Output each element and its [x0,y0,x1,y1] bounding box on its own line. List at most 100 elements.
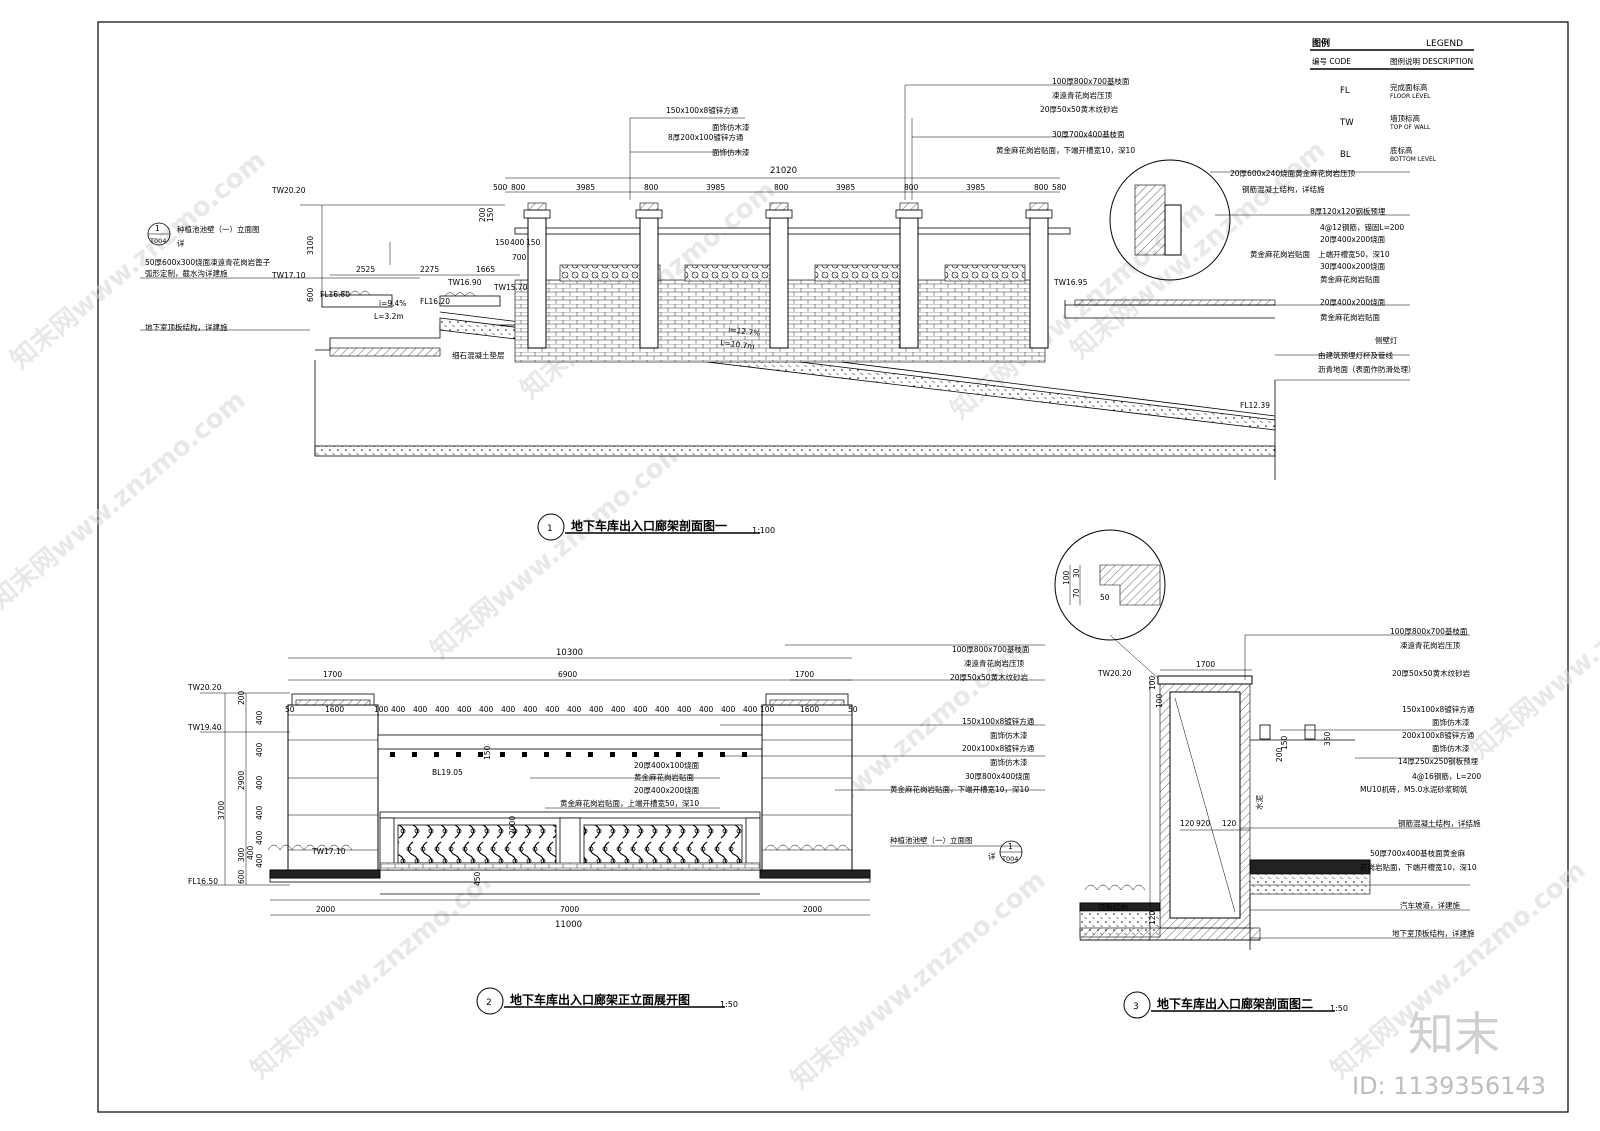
note: 凍遠青花岗岩压顶 [964,658,1024,668]
dimension: 3100 [306,236,315,255]
dimension: 350 [1323,731,1332,746]
dimension: 120 [1148,910,1157,925]
dimension: 100 [1155,693,1164,708]
dimension: 400 [589,705,604,714]
section-2-labels: 2 地下车库出入口廊架正立面展开图 1:50 10300 1700 6900 1… [187,644,1035,1009]
note: 100厚800x700基枝面 [1052,76,1130,86]
level-mark: TW16.90 [447,278,482,287]
dimension: 500 [493,183,508,192]
dimension: 400 [523,705,538,714]
section-1-labels: 1 地下车库出入口廊架剖面图一 1:100 150x100x8镀锌方通 面饰仿木… [145,76,1416,535]
note: 黄金麻花岗岩贴面，上端开槽宽50，深10 [560,798,699,808]
ref-prefix: 详 [988,851,996,861]
legend-title-cn: 图例 [1312,37,1330,49]
sheet-border [97,21,1569,1113]
note: 汽车坡道，详建施 [1400,900,1460,910]
ref-sheet: T004 [1001,855,1018,863]
level-mark: TW16.95 [1053,278,1088,287]
legend-title-en: LEGEND [1426,39,1463,49]
note: 黄金麻花岗岩贴面 [1320,312,1380,322]
note: 100厚800x700基枝面 [952,644,1030,654]
dimension: 700 [512,253,527,262]
level-mark: FL12.39 [1240,401,1270,410]
ref-sheet: T004 [149,237,166,245]
note: 侧壁灯 [1375,335,1398,345]
note: 20厚50x50黄木纹砂岩 [1392,668,1471,678]
dimension: 300 [237,847,246,862]
note: 200x100x8镀锌方通 [962,743,1035,753]
note: 钢筋混凝土结构，详结施 [1242,184,1325,194]
dimension: 3985 [706,183,725,192]
note: 地下室顶板结构，详建施 [1392,928,1475,938]
dimension: 1700 [1196,660,1215,669]
watermark-text: 知末网www.znzmo.com [425,435,691,665]
note: 黄金麻花岗岩贴面 [1250,249,1310,259]
dimension: 400 [391,705,406,714]
dimension: 2275 [420,265,439,274]
dimension: 2000 [803,905,822,914]
legend-desc: 完成面标高 [1390,82,1428,92]
note: MU10机砖，M5.0水泥砂浆砌筑 [1360,784,1468,794]
legend-code: TW [1339,118,1354,128]
dimension: 400 [479,705,494,714]
dimension: 1665 [476,265,495,274]
level-mark: TW20.20 [187,683,222,692]
note: 顶板结构 [1098,902,1128,912]
dimension: 100 [1062,570,1071,585]
dimension: 600 [237,869,246,884]
legend: 图例 LEGEND 编号 CODE 图例说明 DESCRIPTION FL 完成… [1310,37,1474,163]
dimension: 800 [1034,183,1049,192]
note: 14厚250x250钢板预埋 [1398,756,1479,766]
legend-code: FL [1340,86,1350,96]
note: 100厚800x700基枝面 [1390,626,1468,636]
note: 水泥 [1254,795,1264,810]
note: 黄金麻花岗岩贴面，下端开槽宽10，深10 [890,784,1029,794]
dimension: 30 [1072,568,1081,578]
legend-desc-en: FLOOR LEVEL [1390,93,1431,100]
level-mark: TW17.10 [271,271,306,280]
level-mark: TW17.10 [311,847,346,856]
note: 面饰仿木漆 [712,122,750,132]
note: 面饰仿木漆 [1432,743,1470,753]
dimension: 2900 [237,771,246,790]
note: 50厚700x400基枝面黄金麻 [1370,848,1466,858]
dimension: 3985 [836,183,855,192]
note: 上端开槽宽50，深10 [1318,249,1390,259]
legend-desc: 底标高 [1390,145,1413,155]
note: 30厚700x400基枝面 [1052,129,1125,139]
legend-desc-en: TOP OF WALL [1389,124,1431,131]
dimension: 10300 [556,648,583,658]
dimension: 200 [478,207,487,222]
legend-desc-en: BOTTOM LEVEL [1390,156,1437,163]
note: 地下室顶板结构，详建施 [145,322,228,332]
dimension: 400 [633,705,648,714]
note: 详 [177,238,185,248]
dimension: 120 [1222,819,1237,828]
dimension: 400 [677,705,692,714]
section-2-title: 地下车库出入口廊架正立面展开图 [510,992,690,1007]
level-mark: FL16.20 [420,297,450,306]
note: 200x100x8镀锌方通 [1402,730,1475,740]
section-3-number: 3 [1133,1002,1139,1012]
dimension: 400 [457,705,472,714]
dimension: 50 [285,705,295,714]
note: 30厚800x400烧面 [965,771,1031,781]
dimension: 6900 [558,670,577,679]
note: 150x100x8镀锌方通 [962,716,1035,726]
section-1-drawing [140,84,1410,541]
dimension: 400 [501,705,516,714]
level-mark: BL19.05 [432,768,463,777]
vertical-dimensions: 200 400 2900 400 400 400 400 400 3700 30… [217,690,517,886]
dimension: 400 [246,845,255,860]
section-3-labels: 3 地下车库出入口廊架剖面图二 1:50 100 30 70 50 1700 9… [1062,568,1481,1013]
note: 面饰仿木漆 [712,147,750,157]
slope: i=9.4% [379,299,406,308]
note: 面饰仿木漆 [1432,717,1470,727]
note: 弧形定制，截水沟详建施 [145,268,228,278]
note: 凍遠青花岗岩压顶 [1052,90,1112,100]
note: 4@16钢筋，L=200 [1412,771,1481,781]
dimension: 400 [255,853,264,868]
note: 钢筋混凝土结构，详结施 [1398,818,1481,828]
dimension: 600 [306,287,315,302]
